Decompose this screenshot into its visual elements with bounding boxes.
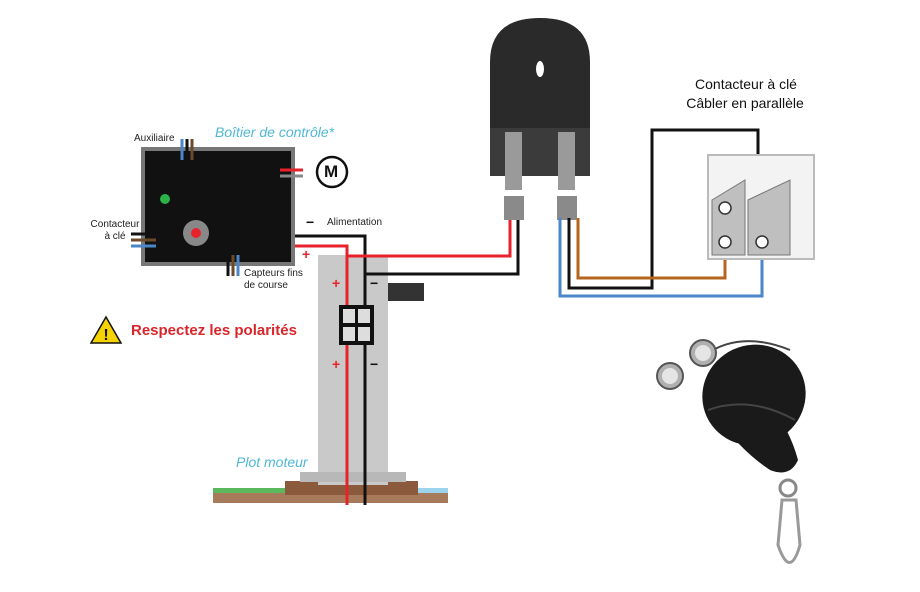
motor-symbol-letter: M [324, 162, 339, 181]
label-warning: Respectez les polarités [131, 322, 297, 339]
key-switch-face [711, 179, 746, 256]
ground-water [415, 488, 448, 493]
label-contacteur-cle: Contacteur à clé [90, 219, 140, 242]
label-auxiliaire: Auxiliaire [134, 133, 175, 144]
status-led [160, 194, 170, 204]
key-wire-blue [558, 218, 764, 298]
sign-minus-post-top: − [370, 275, 379, 291]
control-box [141, 147, 295, 266]
remote-control-icon [656, 339, 806, 564]
adapter-prong [505, 132, 522, 190]
ground-soil [213, 493, 448, 503]
plug-wire-red [347, 218, 512, 258]
control-knob [191, 228, 201, 238]
adapter-terminal [504, 196, 524, 220]
terminal-screw [358, 309, 370, 323]
sign-minus-supply: − [306, 214, 315, 230]
key-wire-black [567, 128, 760, 290]
terminal-screw [343, 309, 355, 323]
key-switch-title: Contacteur à clé [695, 76, 797, 92]
key-switch-subtitle: Câbler en parallèle [686, 95, 804, 111]
terminal-screw [343, 327, 355, 341]
label-alimentation: Alimentation [327, 217, 383, 228]
key-switch-screw [755, 235, 769, 249]
adapter-hole [536, 61, 544, 77]
motor-symbol-circle [315, 155, 349, 189]
label-boitier: Boîtier de contrôle* [215, 124, 335, 140]
adapter-prong [558, 132, 575, 190]
label-plot-moteur: Plot moteur [236, 454, 308, 470]
motor-post [318, 255, 388, 485]
terminal-screw [358, 327, 370, 341]
plug-wire-black [365, 218, 520, 276]
sign-plus-supply: + [302, 246, 311, 262]
adapter-terminal [557, 196, 577, 220]
power-wire-black [295, 234, 367, 505]
sign-plus-post-top: + [332, 275, 341, 291]
label-capteurs: Capteurs fins de course [244, 268, 303, 291]
post-side-block [388, 283, 424, 301]
warning-triangle-icon [89, 315, 123, 344]
key-switch-screw [718, 235, 732, 249]
motor-post-top [300, 472, 406, 482]
sign-minus-post-bottom: − [370, 356, 379, 372]
power-wire-red [295, 244, 349, 505]
warning-exclamation: ! [103, 327, 108, 344]
ground-grass [213, 488, 308, 493]
key-switch-screw [718, 201, 732, 215]
sign-plus-post-bottom: + [332, 356, 341, 372]
